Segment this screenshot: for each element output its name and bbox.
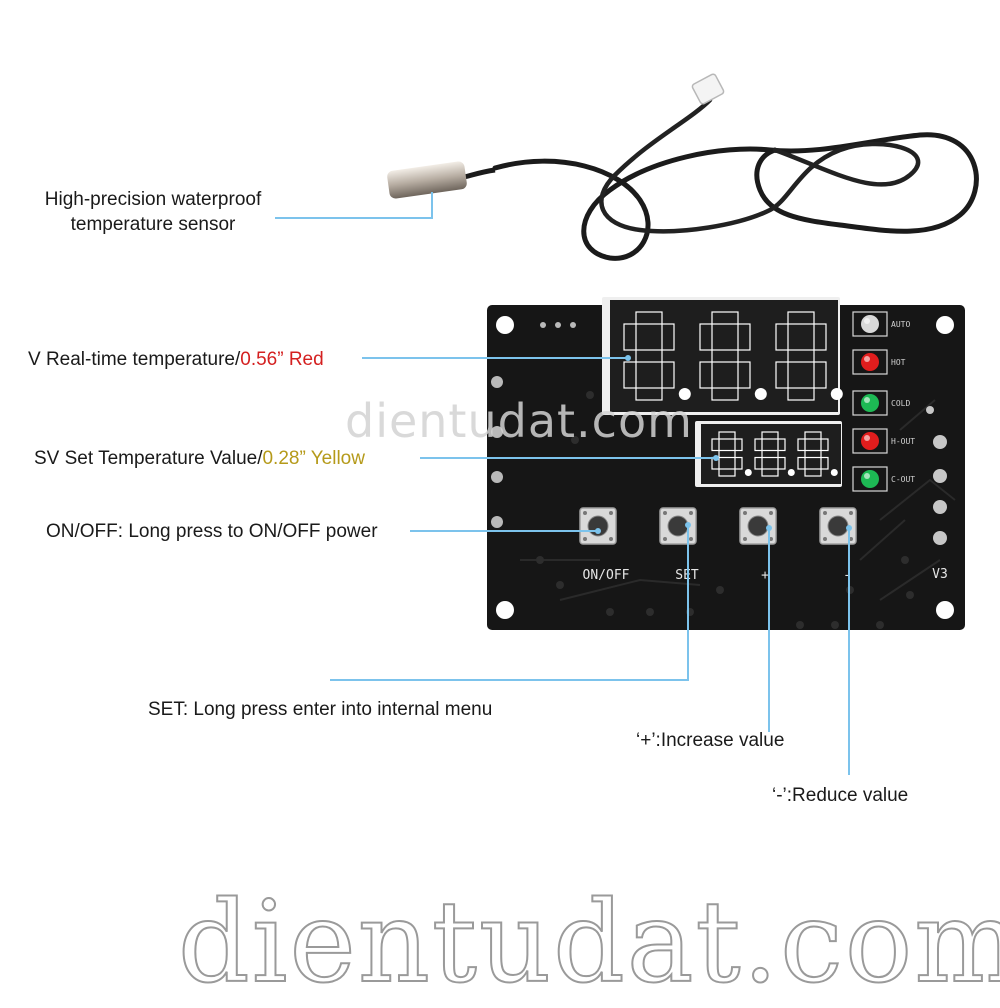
mounting-hole bbox=[496, 316, 514, 334]
sensor-cable-loop bbox=[599, 97, 921, 234]
led-label: H-OUT bbox=[891, 437, 915, 446]
temperature-sensor bbox=[387, 73, 979, 261]
led-auto: AUTO bbox=[852, 311, 910, 337]
pv-display bbox=[602, 297, 843, 415]
sensor-label-line1: High-precision waterproof bbox=[44, 189, 262, 210]
leader-sensor bbox=[275, 192, 433, 219]
sv-digit-2 bbox=[754, 431, 795, 477]
led-label: AUTO bbox=[891, 320, 910, 329]
sensor-connector bbox=[691, 73, 725, 105]
minus-button-label: - bbox=[843, 568, 851, 583]
plus-button[interactable] bbox=[739, 507, 777, 545]
sensor-label-line2: temperature sensor bbox=[70, 214, 236, 235]
sv-display bbox=[695, 421, 842, 487]
board-version: V3 bbox=[932, 567, 948, 582]
pv-digit-2 bbox=[699, 311, 767, 401]
mounting-hole bbox=[496, 601, 514, 619]
led-cold: COLD bbox=[852, 390, 910, 416]
watermark-small: dientudat.com bbox=[345, 394, 693, 448]
led-hot: HOT bbox=[852, 349, 906, 375]
leader-lines bbox=[275, 192, 850, 775]
sv-label-text: SV Set Temperature Value/ bbox=[34, 448, 263, 469]
mounting-hole bbox=[936, 316, 954, 334]
sv-label-size: 0.28” Yellow bbox=[262, 448, 365, 469]
leader-set bbox=[330, 525, 689, 681]
pv-label-size: 0.56” Red bbox=[240, 349, 324, 370]
sv-digit-3 bbox=[797, 431, 838, 477]
pv-digit-1 bbox=[623, 311, 691, 401]
sensor-cable bbox=[492, 132, 979, 261]
mounting-hole bbox=[936, 601, 954, 619]
pv-label-text: V Real-time temperature/ bbox=[28, 349, 241, 370]
led-label: HOT bbox=[891, 358, 906, 367]
pv-digit-3 bbox=[775, 311, 843, 401]
sensor-probe bbox=[387, 161, 467, 199]
onoff-button[interactable] bbox=[579, 507, 617, 545]
minus-button[interactable] bbox=[819, 507, 857, 545]
status-leds: AUTO HOT COLD H-OUT C-OUT bbox=[852, 311, 915, 492]
sv-digits bbox=[711, 431, 838, 477]
sv-label: SV Set Temperature Value/0.28” Yellow bbox=[34, 446, 365, 471]
plus-button-label: + bbox=[761, 568, 769, 583]
led-c-out: C-OUT bbox=[852, 466, 915, 492]
led-label: COLD bbox=[891, 399, 910, 408]
sensor-label: High-precision waterproof temperature se… bbox=[28, 187, 278, 237]
watermark-large: dientudat.com bbox=[177, 877, 1000, 1008]
led-label: C-OUT bbox=[891, 475, 915, 484]
led-h-out: H-OUT bbox=[852, 428, 915, 454]
onoff-label: ON/OFF: Long press to ON/OFF power bbox=[46, 521, 378, 542]
pv-digits bbox=[623, 311, 843, 401]
set-label: SET: Long press enter into internal menu bbox=[148, 699, 493, 720]
minus-label: ‘-’:Reduce value bbox=[772, 785, 909, 806]
plus-label: ‘+’:Increase value bbox=[636, 730, 785, 751]
sv-digit-1 bbox=[711, 431, 752, 477]
onoff-button-label: ON/OFF bbox=[583, 568, 630, 583]
pv-label: V Real-time temperature/0.56” Red bbox=[28, 347, 324, 372]
